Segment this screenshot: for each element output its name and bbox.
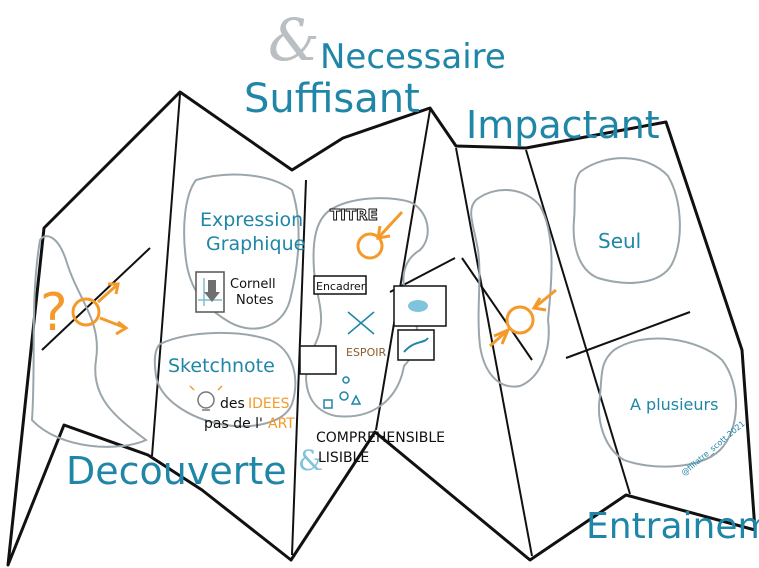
encadrer-box [313,275,367,295]
target-arrow-icon [489,288,557,348]
gray-blob [30,235,148,448]
cornell-notes-icon [195,271,225,313]
label-idees: IDEES [248,396,290,412]
label-seul: Seul [598,229,641,253]
svg-text:?: ? [40,283,68,343]
lightbulb-icon [189,385,223,411]
label-des: des [220,396,245,412]
label-entrainement: Entrainement [586,506,759,547]
empty-frame [299,345,337,375]
divider-stroke [461,257,533,361]
ampersand-mark: & [268,6,320,74]
fold-line-1 [151,93,181,457]
label-a-plusieurs: A plusieurs [630,395,718,414]
move-arrows-icon [347,311,375,335]
title-impactant: Impactant [466,103,660,147]
label-encadrer: Encadrer [316,280,366,293]
title-necessaire: Necessaire [320,37,506,77]
gray-blob [153,331,297,428]
label-graphique: Graphique [206,233,305,255]
folded-map-outline [6,90,757,567]
gray-blob [183,173,300,330]
fold-line-2 [291,179,307,556]
fold-line-3 [375,109,431,431]
signature: @fillatre_scott 2021 [680,419,747,477]
fold-line-5 [525,149,631,495]
label-notes: Notes [236,293,274,308]
label-sketchnote: Sketchnote [168,355,275,377]
label-pas-de-l: pas de l' [204,416,263,432]
label-espoir: ESPOIR [346,346,386,359]
title-suffisant: Suffisant [244,76,420,122]
label-titre: TITRE [330,206,378,224]
fold-line-4 [455,147,533,557]
label-expression: Expression [200,209,303,231]
label-decouverte: Decouverte [66,449,287,493]
gray-blob [470,188,553,388]
label-comprehensible: COMPREHENSIBLE [316,430,445,446]
ampersand-small: & [298,444,323,477]
divider-stroke [41,247,151,351]
diagram-cards-icon [393,285,447,361]
label-art: ART [268,416,295,432]
label-cornell: Cornell [230,277,276,292]
question-mark-icon: ? [40,282,129,343]
gray-blob [598,337,738,468]
label-lisible: LISIBLE [318,450,369,466]
gray-blob [572,157,681,284]
divider-stroke [565,311,691,359]
target-titre-icon [356,210,404,260]
gray-blob [305,197,429,418]
shapes-icon [323,376,362,409]
